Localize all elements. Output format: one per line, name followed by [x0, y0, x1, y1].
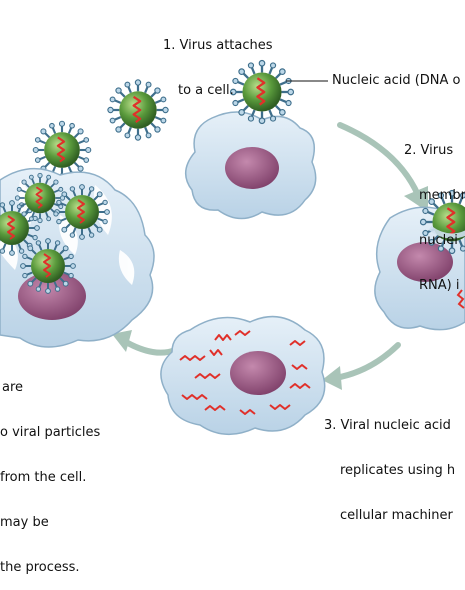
cell-step3 — [160, 315, 326, 435]
arrow-step2-to-step3 — [332, 342, 401, 381]
virus-entering-membrane — [419, 189, 465, 255]
cell-step1 — [185, 111, 317, 220]
viral-replication-diagram — [0, 59, 465, 435]
cycle-arrow-icon — [404, 186, 428, 212]
step2-label: 2. Virus membr nuclei RNA) i — [404, 143, 465, 293]
cycle-arrow-icon — [322, 366, 342, 390]
nucleus — [397, 242, 453, 282]
virus-particle-icon — [14, 172, 66, 224]
step3-label: 3. Viral nucleic acid replicates using h… — [324, 418, 456, 523]
arrow-step1-to-step2 — [337, 122, 421, 198]
step1-label: 1. Virus attaches to a cell. — [163, 38, 273, 98]
virus-particle-icon — [19, 237, 77, 295]
nucleus — [225, 147, 279, 189]
nucleus — [230, 351, 286, 395]
arrow-step3-to-step4 — [123, 339, 178, 356]
nucleus — [18, 272, 86, 320]
replicating-nucleic-acid — [179, 330, 311, 415]
virus-particle-icon — [53, 183, 111, 241]
step4-label: are o viral particles from the cell. may… — [0, 380, 101, 575]
cycle-arrow-icon — [112, 330, 132, 352]
nucleic-acid-label: Nucleic acid (DNA o — [332, 73, 461, 88]
virus-particle-icon — [106, 78, 170, 142]
